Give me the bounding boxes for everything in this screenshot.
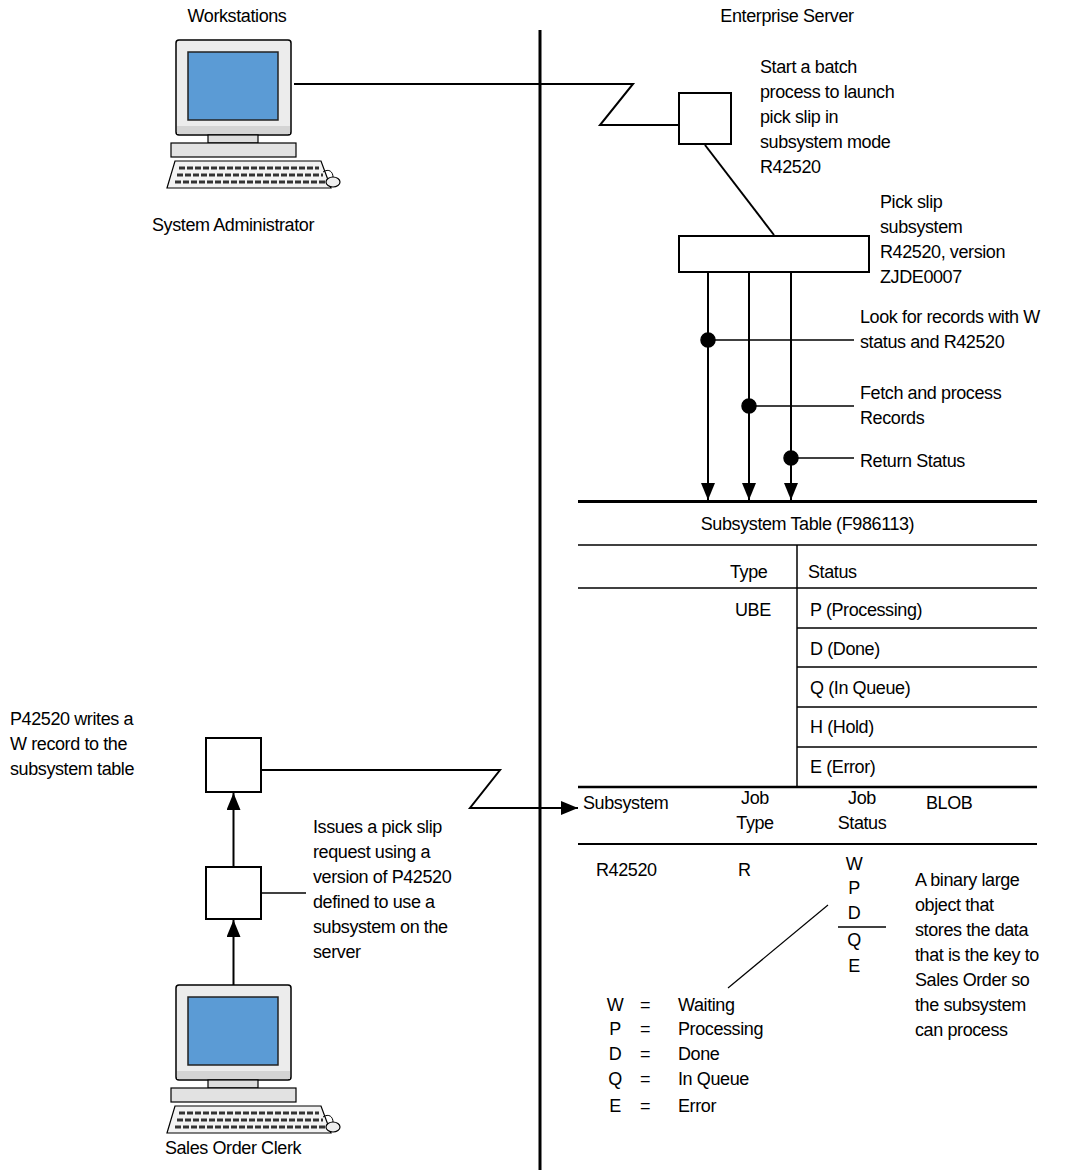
- label: P: [839, 876, 869, 901]
- connector: [707, 273, 709, 500]
- connector: [233, 920, 235, 985]
- workstation-computer: Sales Order Clerk: [173, 985, 294, 1085]
- label: Return Status: [860, 449, 1030, 474]
- label: Job Status: [829, 786, 895, 836]
- label: Q (In Queue): [810, 676, 1010, 701]
- label: P: [602, 1017, 628, 1042]
- node-text: P42520 writes a W record to the subsyste…: [10, 707, 150, 782]
- leader-line: [262, 892, 306, 894]
- connector: [748, 273, 750, 500]
- overline: [838, 926, 886, 928]
- label: E (Error): [810, 755, 1010, 780]
- label: W: [839, 852, 869, 877]
- label: R: [738, 858, 768, 883]
- label: D: [839, 901, 869, 926]
- label: Enterprise Server: [697, 4, 877, 29]
- connector: [294, 84, 678, 125]
- label: Fetch and process Records: [860, 381, 1020, 431]
- label: A binary large object that stores the da…: [915, 868, 1041, 1043]
- process-box: Pick slip subsystem R42520, version ZJDE…: [678, 235, 870, 273]
- table-lines: [578, 545, 1037, 787]
- label: Subsystem: [583, 791, 698, 816]
- label: D (Done): [810, 637, 1010, 662]
- node-text: Pick slip subsystem R42520, version ZJDE…: [880, 190, 1020, 290]
- process-box: Start a batch process to launch pick sli…: [678, 92, 732, 145]
- label: E: [839, 954, 869, 979]
- label: Q: [602, 1067, 628, 1092]
- label: Look for records with W status and R4252…: [860, 305, 1065, 355]
- label: P (Processing): [810, 598, 1010, 623]
- leader-line: [728, 905, 828, 988]
- node-text: Start a batch process to launch pick sli…: [760, 55, 910, 180]
- label: D: [602, 1042, 628, 1067]
- label: R42520: [596, 858, 696, 883]
- label: W: [602, 993, 628, 1018]
- divider-line: [539, 30, 542, 1170]
- label: =: [632, 1067, 658, 1092]
- label: Type: [730, 560, 792, 585]
- workstation-computer: System Administrator: [173, 40, 294, 140]
- connector: [262, 770, 578, 808]
- label: =: [632, 1042, 658, 1067]
- label: Processing: [678, 1017, 808, 1042]
- label: =: [632, 993, 658, 1018]
- connector: [233, 793, 235, 866]
- label: Workstations: [137, 4, 337, 29]
- label: =: [632, 1094, 658, 1119]
- label: Job Type: [722, 786, 788, 836]
- connector: [790, 273, 792, 500]
- node-text: System Administrator: [128, 213, 338, 238]
- label: Error: [678, 1094, 808, 1119]
- label: =: [632, 1017, 658, 1042]
- label: Done: [678, 1042, 808, 1067]
- process-box: P42520 writes a W record to the subsyste…: [205, 737, 262, 793]
- label: In Queue: [678, 1067, 808, 1092]
- node-text: Issues a pick slip request using a versi…: [313, 815, 478, 965]
- label: BLOB: [926, 791, 1006, 816]
- label: H (Hold): [810, 715, 1010, 740]
- process-box: Issues a pick slip request using a versi…: [205, 866, 262, 920]
- node-text: Sales Order Clerk: [128, 1136, 338, 1161]
- label: Waiting: [678, 993, 808, 1018]
- label: E: [602, 1094, 628, 1119]
- leader-dots: [701, 333, 854, 465]
- node-text: Subsystem Table (F986113): [578, 512, 1037, 537]
- computer-icon: [167, 40, 340, 188]
- label: Q: [839, 928, 869, 953]
- label: UBE: [735, 598, 795, 623]
- computer-icon: [167, 985, 340, 1133]
- label: Status: [808, 560, 898, 585]
